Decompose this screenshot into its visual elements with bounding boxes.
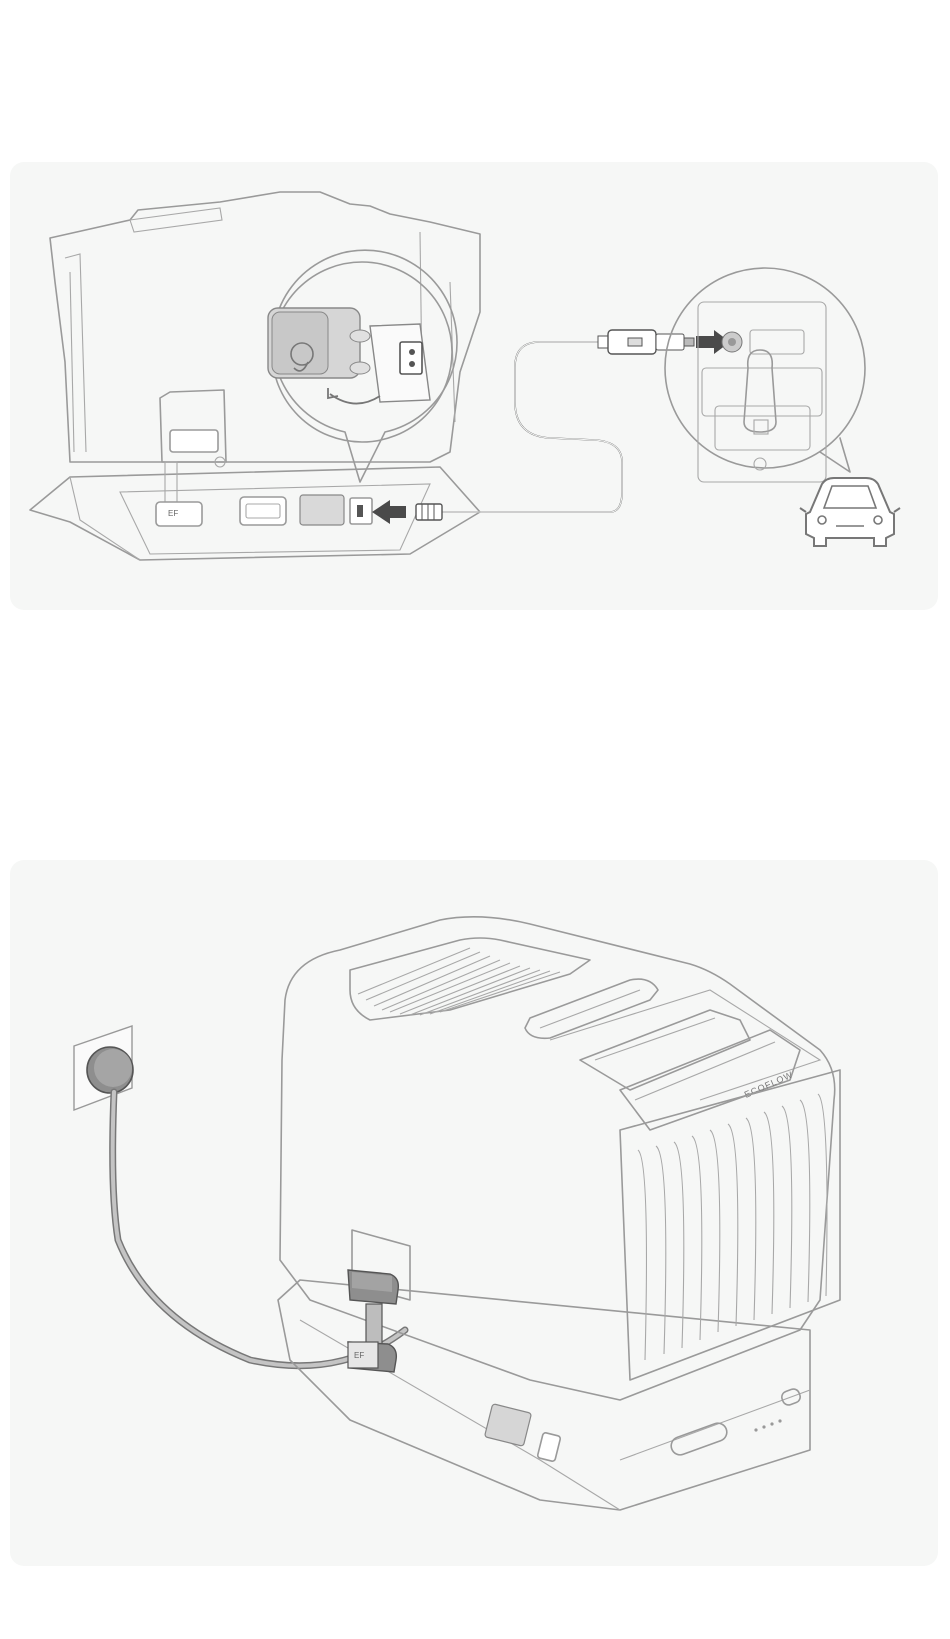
car-icon <box>800 478 900 546</box>
car-socket-zoom <box>665 268 865 482</box>
car-charger-plug <box>598 330 694 354</box>
wall-charging-illustration: ECOFLOW <box>10 860 938 1566</box>
wall-socket-icon <box>74 1026 133 1110</box>
device-body: ECOFLOW <box>278 917 840 1510</box>
arrow-icon <box>372 500 406 524</box>
logo-mark: EF <box>354 1351 364 1360</box>
car-charging-figure: EF <box>10 162 938 610</box>
logo-mark: EF <box>168 509 178 518</box>
wall-charging-figure: ECOFLOW <box>10 860 938 1566</box>
port-cover-zoom <box>268 250 457 482</box>
plug-icon <box>416 504 442 520</box>
car-charging-illustration: EF <box>10 162 938 610</box>
plug-icon: EF <box>348 1270 398 1372</box>
